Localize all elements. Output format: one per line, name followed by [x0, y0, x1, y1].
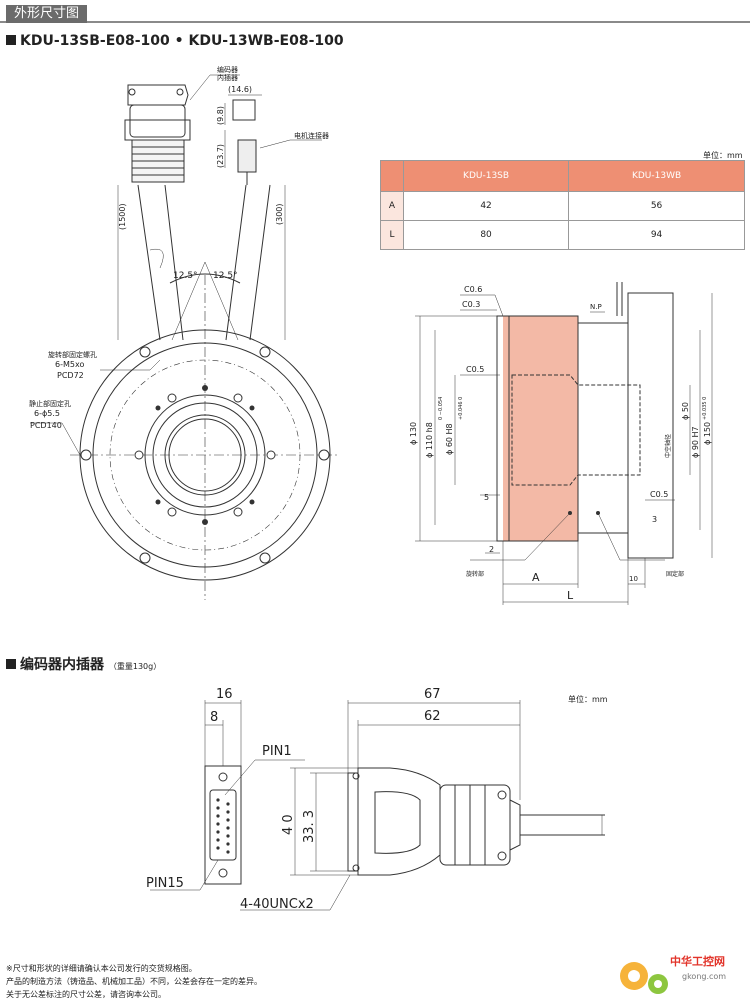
watermark-title: 中华工控网: [670, 955, 725, 968]
table-cell: 80: [402, 220, 570, 250]
encoder-drawing: 16 8 PIN1 PIN15 67 62 4 0 33. 3 4-40UNCx…: [146, 687, 605, 912]
fix-hole-label: 静止部固定孔: [29, 399, 71, 408]
encoder-label: 编码器: [217, 65, 238, 74]
rotating-part-label: 旋转部: [466, 570, 484, 578]
angle-right: 12.5°: [213, 271, 238, 281]
table-cell: 42: [402, 191, 570, 221]
rot-hole-spec: 6-M5xo: [55, 360, 84, 369]
dim-10: 10: [629, 575, 638, 583]
dim-14-6: (14.6): [228, 85, 252, 94]
dim-d60: ϕ 60 H8: [445, 423, 454, 455]
dim-1500: (1500): [118, 203, 127, 230]
bullet-square-icon: [6, 35, 16, 45]
rot-hole-label: 旋转部固定螺孔: [48, 350, 97, 359]
dim-23-7: (23.7): [216, 144, 225, 168]
chamfer-c06: C0.6: [464, 285, 482, 294]
dim-33-3: 33. 3: [302, 810, 317, 843]
unit-label-2: 单位：mm: [568, 695, 608, 704]
section1-title: KDU-13SB-E08-100 • KDU-13WB-E08-100: [6, 33, 344, 49]
table-cell: 94: [568, 220, 745, 250]
chamfer-c05a: C0.5: [466, 365, 484, 374]
dim-8: 8: [210, 710, 218, 725]
unit-label-1: 单位：mm: [703, 151, 743, 160]
table-cell: 56: [568, 191, 745, 221]
dim-9-8: (9.8): [216, 106, 225, 125]
dim-A: A: [532, 571, 540, 584]
footnotes: ※尺寸和形状的详细请确认本公司发行的交货规格图。 产品的制造方法（铸造品、机械加…: [6, 962, 262, 1001]
bullet-square-icon: [6, 659, 16, 669]
dim-d60-tol: +0.046 0: [458, 397, 464, 420]
table-header-row: KDU-13SB KDU-13WB: [380, 160, 745, 192]
row-label: A: [380, 191, 404, 221]
fixed-part-label: 固定部: [666, 570, 684, 578]
motor-connector-label: 电机连接器: [294, 131, 329, 140]
header-tab: 外形尺寸图: [6, 5, 88, 23]
dim-d150: ϕ 150: [703, 422, 712, 445]
chamfer-c03: C0.3: [462, 300, 480, 309]
dim-16: 16: [216, 687, 233, 702]
watermark-gear-icon: [620, 962, 668, 994]
note-line: 关于无公差标注的尺寸公差，请咨询本公司。: [6, 990, 166, 999]
angle-left: 12.5°: [173, 271, 198, 281]
side-view-drawing: C0.6 C0.3 C0.5 C0.5 N.P ϕ 130 ϕ 110 h8 0…: [409, 282, 713, 605]
dim-5: 5: [484, 493, 489, 502]
table-corner: [380, 160, 404, 192]
dim-d130: ϕ 130: [409, 422, 418, 445]
note-line: ※尺寸和形状的详细请确认本公司发行的交货规格图。: [6, 964, 197, 973]
dim-62: 62: [424, 709, 441, 724]
weight-label: （重量130g）: [108, 662, 162, 671]
section2-title: 编码器内插器 （重量130g）: [6, 654, 161, 674]
dim-2: 2: [489, 545, 494, 554]
fix-hole-spec: 6-ϕ5.5: [34, 409, 60, 418]
hollow-label: 中空轴径: [664, 434, 672, 458]
page-header: 外形尺寸图: [0, 5, 750, 23]
col-header: KDU-13WB: [568, 160, 745, 192]
front-view-drawing: 编码器 内插器 电机连接器 (14.6) (9.8) (23.7) (1500)…: [29, 65, 340, 600]
table-row: A 42 56: [380, 191, 745, 221]
np-label: N.P: [590, 303, 602, 311]
dim-d90-tol: +0.035 0: [702, 397, 708, 420]
dim-d110: ϕ 110 h8: [425, 422, 434, 458]
dim-40: 4 0: [281, 814, 296, 835]
row-label: L: [380, 220, 404, 250]
dim-3: 3: [652, 515, 657, 524]
pin15-label: PIN15: [146, 876, 184, 891]
chamfer-c05b: C0.5: [650, 490, 668, 499]
table-row: L 80 94: [380, 220, 745, 250]
rot-pcd: PCD72: [57, 371, 84, 380]
dim-d90: ϕ 90 H7: [691, 426, 700, 458]
note-line: 产品的制造方法（铸造品、机械加工品）不同，公差会存在一定的差异。: [6, 977, 262, 986]
screw-label: 4-40UNCx2: [240, 897, 314, 912]
fix-pcd: PCD140: [30, 421, 62, 430]
dim-d50: ϕ 50: [681, 402, 690, 420]
encoder-label-2: 内插器: [217, 73, 238, 82]
dim-67: 67: [424, 687, 441, 702]
header-rule: [0, 21, 750, 23]
dim-300: (300): [275, 203, 284, 225]
dim-d110-tol: 0 −0.054: [438, 397, 444, 420]
col-header: KDU-13SB: [402, 160, 570, 192]
watermark-site: gkong.com: [682, 972, 727, 981]
dim-L: L: [567, 589, 574, 602]
pin1-label: PIN1: [262, 744, 292, 759]
dimension-table: KDU-13SB KDU-13WB A 42 56 L 80 94: [380, 160, 745, 250]
